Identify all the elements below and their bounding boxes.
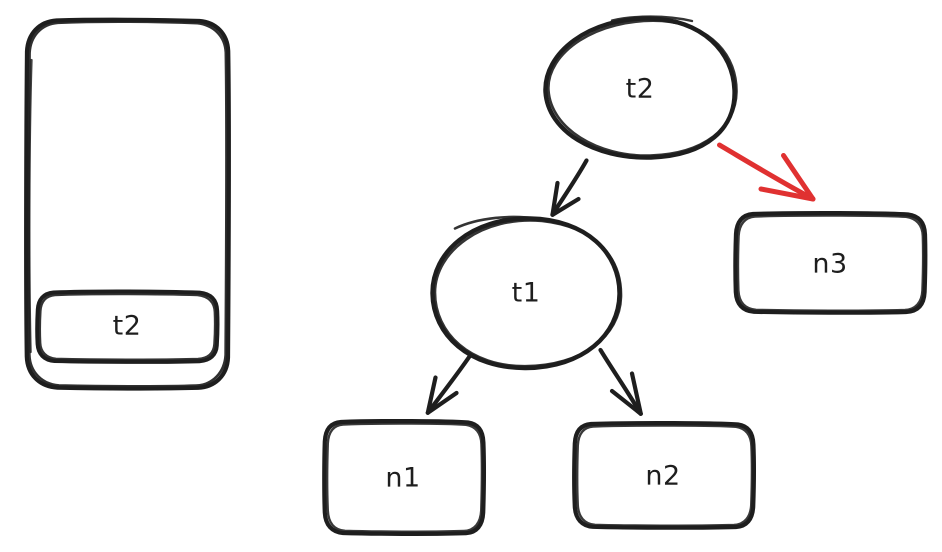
node-n2[interactable] bbox=[572, 420, 756, 530]
edge-t1-to-n1-arrowhead-right bbox=[425, 390, 459, 415]
container-group-overshoot bbox=[28, 58, 33, 354]
node-t1-outline-2 bbox=[433, 219, 623, 368]
edge-t1-to-n2[interactable] bbox=[598, 347, 643, 416]
node-t1[interactable] bbox=[430, 215, 623, 371]
node-t2-outline-1 bbox=[543, 16, 737, 160]
edge-t2-to-n3-arrowhead-bottom bbox=[758, 186, 816, 202]
node-n1-outline-2 bbox=[326, 422, 484, 533]
edge-t2-to-n3[interactable] bbox=[717, 142, 816, 202]
node-t2-boxed-outline-2 bbox=[38, 292, 217, 361]
node-n2-label: n2 bbox=[645, 460, 681, 492]
node-t2-boxed[interactable] bbox=[35, 289, 220, 364]
node-t2[interactable] bbox=[543, 15, 738, 160]
node-t1-overshoot bbox=[453, 215, 540, 230]
container-group-outline-1 bbox=[24, 17, 231, 391]
node-n3-outline-1 bbox=[733, 210, 928, 315]
node-n2-outline-2 bbox=[576, 424, 754, 527]
node-n3[interactable] bbox=[733, 210, 928, 315]
node-t2-boxed-label: t2 bbox=[112, 310, 142, 342]
edge-t2-to-t1-arrowhead-right bbox=[550, 196, 581, 217]
node-n1-label: n1 bbox=[385, 462, 421, 494]
node-t2-overshoot bbox=[610, 15, 694, 23]
edge-t1-to-n2-arrowhead-left bbox=[609, 388, 643, 416]
node-t2-boxed-outline-1 bbox=[35, 289, 220, 364]
edge-t1-to-n2-arrowhead-right bbox=[629, 371, 643, 416]
edge-t1-to-n1-arrowhead-left bbox=[425, 375, 438, 415]
node-n1-outline-1 bbox=[322, 418, 486, 536]
node-n3-outline-2 bbox=[736, 214, 925, 312]
node-t2-outline-2 bbox=[547, 19, 738, 157]
node-n1[interactable] bbox=[322, 418, 486, 536]
container-group[interactable] bbox=[24, 17, 231, 391]
node-t1-label: t1 bbox=[511, 277, 541, 309]
edge-t1-to-n2-shaft bbox=[598, 347, 643, 416]
edge-t2-to-t1-arrowhead-left bbox=[550, 180, 560, 217]
edge-t2-to-t1[interactable] bbox=[550, 158, 589, 217]
edge-t2-to-n3-shaft bbox=[717, 142, 815, 201]
node-n2-outline-1 bbox=[572, 420, 756, 530]
edge-t2-to-n3-arrowhead-top bbox=[781, 153, 816, 202]
node-n3-label: n3 bbox=[812, 248, 848, 280]
edge-t1-to-n1[interactable] bbox=[425, 352, 473, 415]
node-t2-label: t2 bbox=[625, 73, 655, 105]
